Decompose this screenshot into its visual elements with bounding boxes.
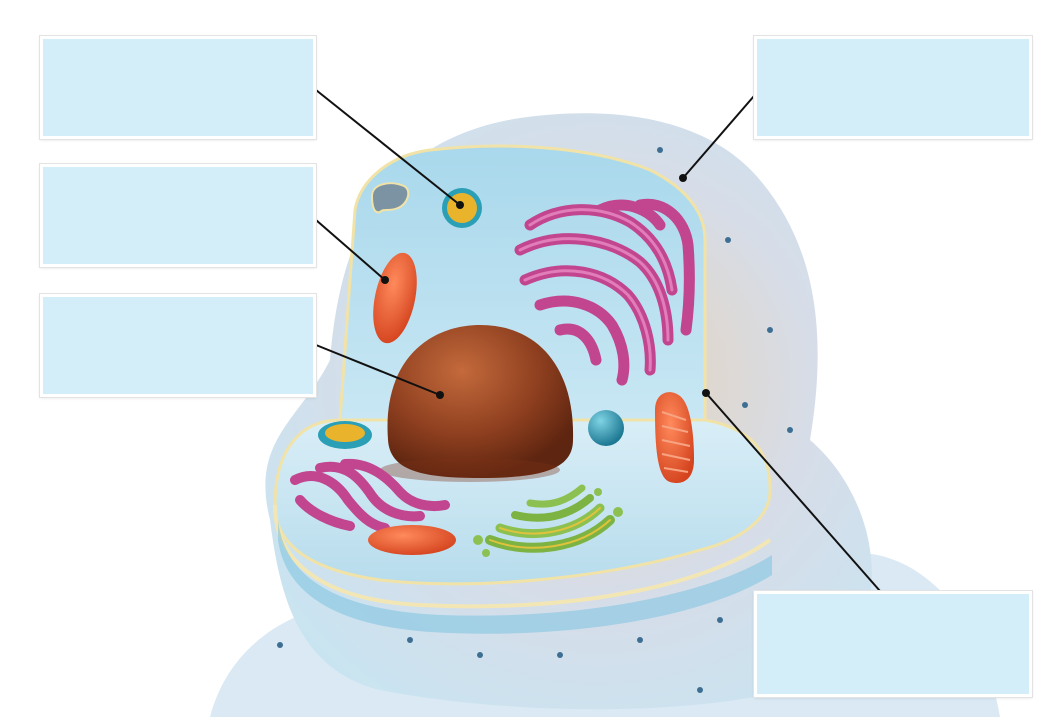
label-box-top-right[interactable]: [754, 36, 1032, 139]
label-box-mid-left[interactable]: [40, 164, 316, 267]
label-box-top-left[interactable]: [40, 36, 316, 139]
label-box-low-left[interactable]: [40, 294, 316, 397]
vesicle-floor: [318, 421, 372, 449]
mitochondrion-floor: [368, 525, 456, 555]
lysosome: [588, 410, 624, 446]
label-box-bottom-right[interactable]: [754, 591, 1032, 697]
